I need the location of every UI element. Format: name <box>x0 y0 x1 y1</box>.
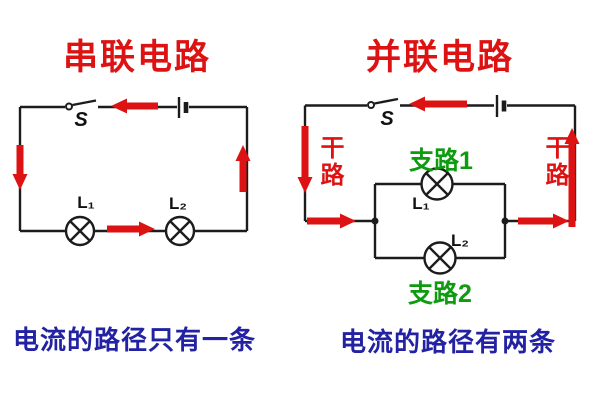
parallel-trunk-left-label: 干路 <box>316 135 343 189</box>
parallel-lamp1-icon <box>420 167 454 201</box>
parallel-trunk-right-label: 干路 <box>541 135 568 189</box>
parallel-current-arrow-out-junction-icon <box>518 213 569 229</box>
parallel-switch-lever-icon <box>374 97 399 105</box>
parallel-current-arrow-right-up-icon <box>564 128 580 227</box>
parallel-lamp2-icon <box>423 241 457 275</box>
parallel-current-arrow-top-left-icon <box>409 96 467 112</box>
series-lamp2-label: L₂ <box>169 194 187 213</box>
parallel-caption: 电流的路径有两条 <box>340 327 557 357</box>
parallel-current-arrow-into-junction-icon <box>307 213 356 229</box>
parallel-title: 并联电路 <box>365 38 515 77</box>
series-lamp1-label: L₁ <box>77 193 95 212</box>
parallel-lamp2-label: L₂ <box>451 231 469 250</box>
parallel-branch2-label: 支路2 <box>408 280 472 308</box>
series-switch-lever-icon <box>72 99 97 107</box>
parallel-circuit-drawing <box>297 95 580 275</box>
series-wires <box>18 105 249 233</box>
series-circuit-drawing <box>12 97 251 247</box>
parallel-switch-label: S <box>380 108 394 130</box>
parallel-switch-pivot-icon <box>367 101 375 109</box>
parallel-right-junction-icon <box>501 217 509 225</box>
parallel-left-junction-icon <box>371 217 379 225</box>
parallel-lamp1-label: L₁ <box>412 194 430 213</box>
series-caption: 电流的路径只有一条 <box>13 325 257 355</box>
parallel-branch1-label: 支路1 <box>409 147 473 175</box>
series-current-arrow-left-down-icon <box>12 145 28 190</box>
series-lamp2-icon <box>164 215 196 247</box>
series-current-arrow-right-up-icon <box>235 145 251 192</box>
series-lamp1-icon <box>64 215 96 247</box>
series-switch-label: S <box>74 109 88 131</box>
parallel-current-arrow-left-down-icon <box>297 126 313 193</box>
series-current-arrow-bottom-right-icon <box>107 221 155 237</box>
series-switch-pivot-icon <box>65 102 73 111</box>
series-current-arrow-top-left-icon <box>111 98 158 114</box>
series-title: 串联电路 <box>62 38 212 77</box>
